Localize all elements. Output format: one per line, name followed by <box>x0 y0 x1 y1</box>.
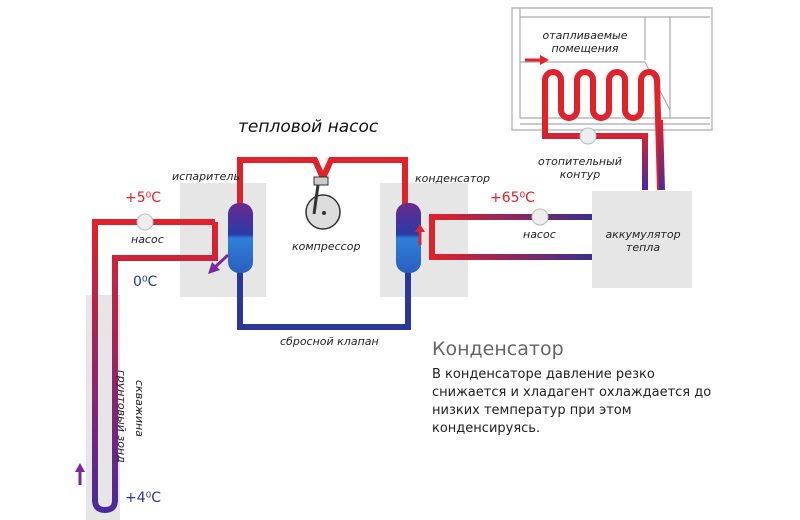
arrow-icon <box>415 224 425 232</box>
condenser-box <box>380 183 468 297</box>
flow-arrow-head <box>540 55 549 65</box>
accumulator-box <box>592 191 692 288</box>
heating-circuit-line2: контур <box>559 168 601 181</box>
info-title: Конденсатор <box>432 338 564 360</box>
borehole-label: скважина <box>133 380 146 437</box>
radiator-coil <box>542 69 663 191</box>
pump-icon[interactable] <box>579 127 597 145</box>
temp-plus5: +5⁰C <box>125 190 162 206</box>
pump-icon[interactable] <box>531 208 549 226</box>
arrow-icon <box>212 253 230 270</box>
arrow-icon <box>75 463 85 472</box>
info-text: В конденсаторе давление резко снижается … <box>432 367 712 436</box>
condenser-cylinder <box>396 203 421 273</box>
ground-loop-pipe <box>92 219 218 514</box>
accumulator-label-line1: аккумулятор <box>605 228 681 241</box>
rooms-line2: помещения <box>551 42 619 55</box>
compressor-icon <box>305 176 341 230</box>
pump-icon[interactable] <box>136 213 154 231</box>
condenser-label: конденсатор <box>415 172 491 185</box>
rooms-line1: отапливаемые <box>542 29 628 42</box>
temp-plus65: +65⁰C <box>490 190 535 206</box>
heating-circuit-line1: отопительный <box>538 155 622 168</box>
valve-pipe <box>237 270 411 330</box>
temp-0: 0⁰C <box>133 274 158 290</box>
evaporator-label: испаритель <box>172 170 240 183</box>
evaporator-box <box>180 183 266 297</box>
diagram-title: тепловой насос <box>238 117 379 137</box>
pump-label: насос <box>131 233 164 246</box>
pump-label: насос <box>523 228 556 241</box>
evaporator-cylinder <box>228 203 253 273</box>
arrow-icon <box>208 262 220 274</box>
accumulator-label-line2: тепла <box>625 241 661 254</box>
temp-plus4: +4⁰C <box>125 490 162 506</box>
valve-label: сбросной клапан <box>280 335 379 348</box>
heating-return-pipe <box>657 119 665 191</box>
ground-probe-label: грунтовый зонд <box>115 370 128 463</box>
compressor-label: компрессор <box>292 240 361 253</box>
condenser-loop-pipe <box>429 214 592 260</box>
